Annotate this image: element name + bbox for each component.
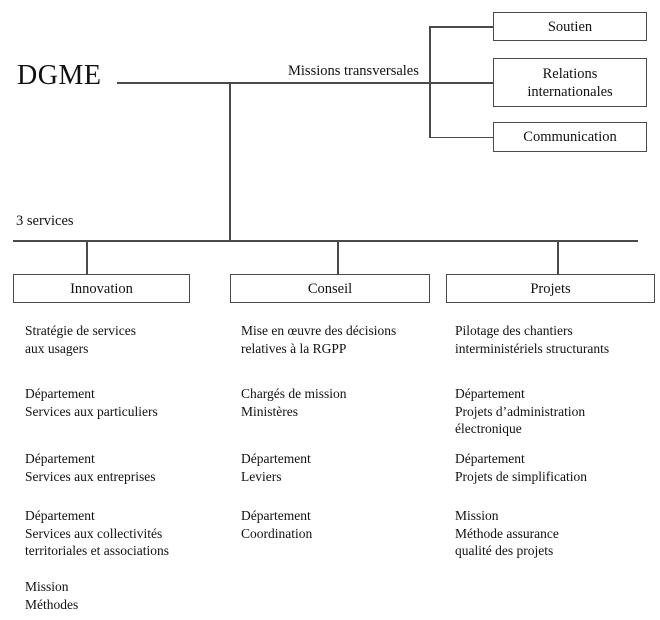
box-projets: Projets	[446, 274, 655, 303]
box-soutien: Soutien	[493, 12, 647, 41]
item-conseil-dept-coordination: Département Coordination	[241, 508, 313, 541]
connector-drop-conseil	[337, 240, 339, 275]
dgme-title: DGME	[17, 60, 102, 91]
item-innovation-dept-collectivites: Département Services aux collectivités t…	[25, 508, 169, 558]
box-communication: Communication	[493, 122, 647, 152]
item-innovation-mission-methodes: Mission Méthodes	[25, 579, 79, 612]
item-projets-dept-simplification: Département Projets de simplification	[455, 451, 587, 484]
item-innovation-dept-services-entreprises: Département Services aux entreprises	[25, 451, 156, 484]
box-innovation-label: Innovation	[70, 280, 133, 297]
item-innovation-dept-services-particuliers: Département Services aux particuliers	[25, 386, 158, 419]
connector-missions-bracket	[429, 26, 431, 138]
connector-stub-communication	[429, 136, 493, 138]
box-relations-internationales: Relations internationales	[493, 58, 647, 107]
box-communication-label: Communication	[523, 129, 617, 145]
missions-transversales-label: Missions transversales	[288, 63, 419, 79]
connector-drop-projets	[557, 240, 559, 275]
box-soutien-label: Soutien	[547, 18, 593, 35]
box-relations-internationales-label: Relations internationales	[527, 65, 613, 100]
connector-stub-soutien	[429, 26, 493, 28]
box-conseil: Conseil	[230, 274, 430, 303]
item-projets-pilotage-chantiers: Pilotage des chantiers interministériels…	[455, 323, 610, 356]
connector-drop-innovation	[86, 240, 88, 275]
connector-dgme-to-services	[229, 82, 231, 242]
item-conseil-charges-mission-ministeres: Chargés de mission Ministères	[241, 386, 347, 419]
item-projets-mission-assurance-qualite: Mission Méthode assurance qualité des pr…	[455, 508, 559, 558]
item-conseil-mise-en-oeuvre-rgpp: Mise en œuvre des décisions relatives à …	[241, 323, 397, 356]
item-conseil-dept-leviers: Département Leviers	[241, 451, 311, 484]
item-projets-dept-administration-electronique: Département Projets d’administration éle…	[455, 386, 586, 436]
item-innovation-strategie-services-usagers: Stratégie de services aux usagers	[25, 323, 136, 356]
box-projets-label: Projets	[530, 280, 571, 297]
services-count-label: 3 services	[16, 213, 74, 229]
box-innovation: Innovation	[13, 274, 190, 303]
connector-dgme-to-missions	[117, 82, 493, 84]
box-conseil-label: Conseil	[307, 280, 353, 297]
connector-services-bus	[13, 240, 638, 242]
